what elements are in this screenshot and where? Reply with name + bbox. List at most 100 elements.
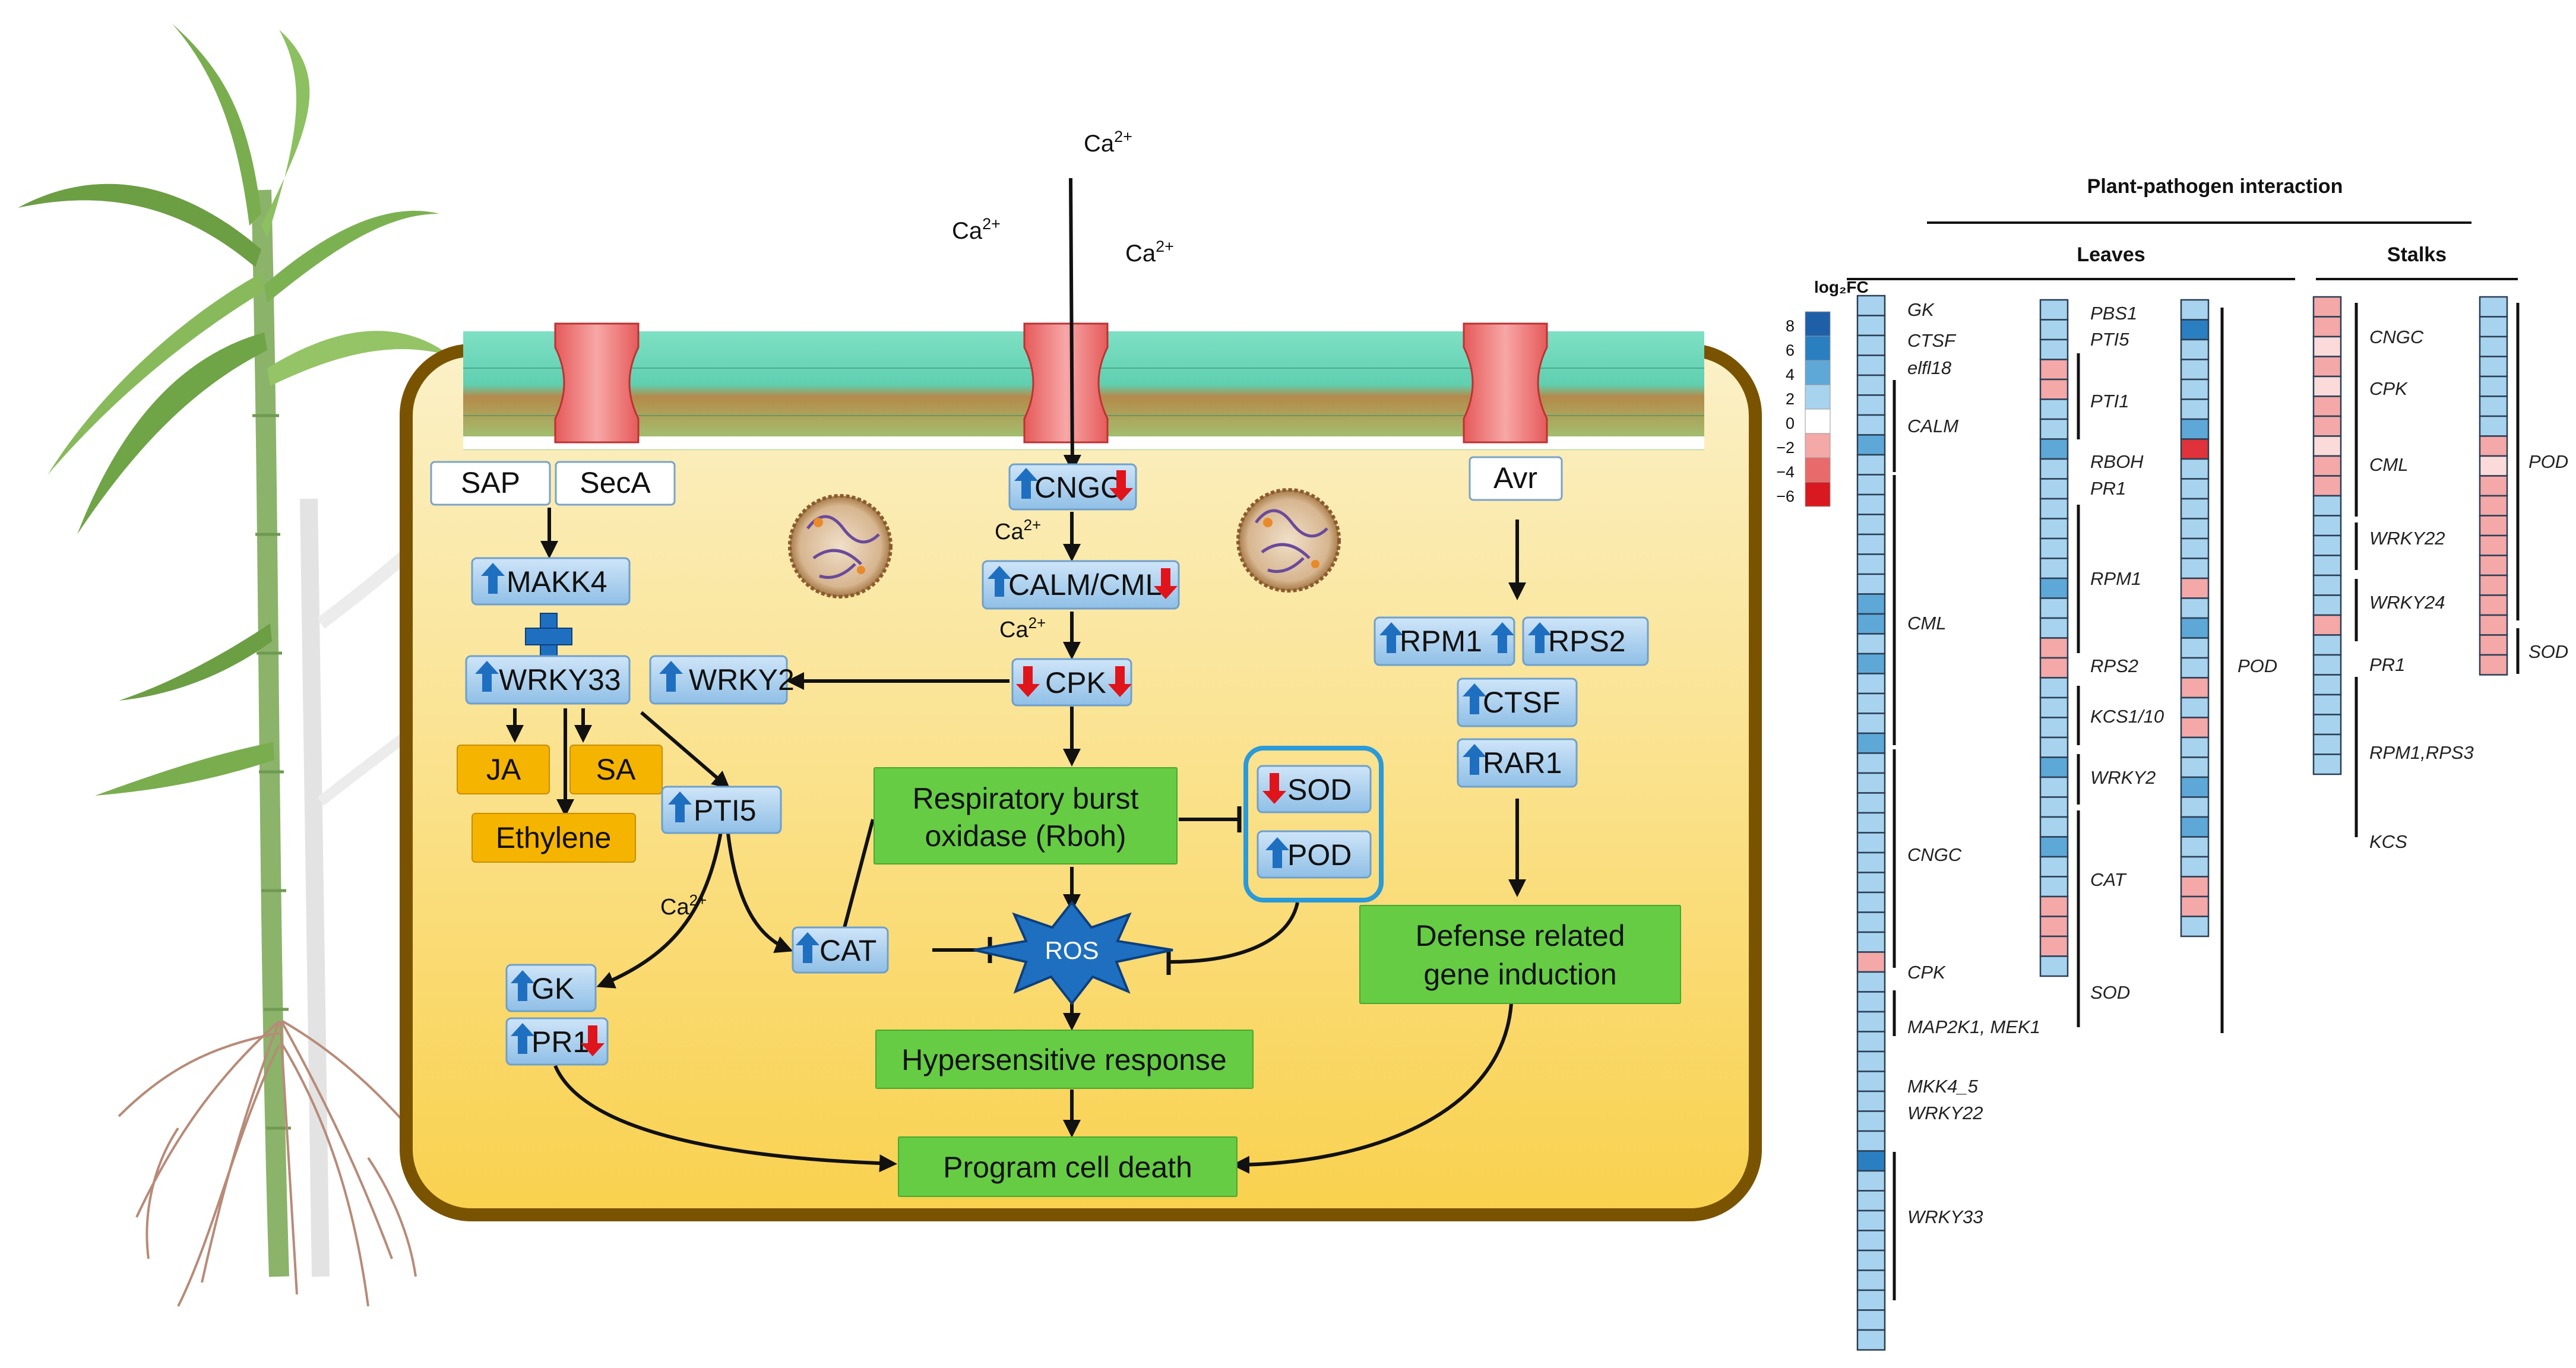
stalks-col2-cell (2479, 515, 2508, 537)
leaves-col2-cell (2039, 756, 2069, 778)
svg-text:RPM1: RPM1 (1400, 625, 1482, 658)
leaves-col1-cell (1856, 493, 1886, 515)
stalks-col1-cell (2312, 674, 2342, 696)
node-cpk[interactable]: CPK (1011, 658, 1132, 707)
leaves-col3-cell (2180, 338, 2210, 360)
leaves-col2-cell (2039, 935, 2069, 957)
stalks-col2-cell (2479, 555, 2508, 577)
svg-text:MAKK4: MAKK4 (507, 565, 607, 598)
node-ethylene[interactable]: Ethylene (471, 813, 636, 863)
leaves-col2-cell (2039, 717, 2069, 739)
stalks-col2-cell (2479, 475, 2508, 497)
heatmap-leaves-label: Leaves (2077, 243, 2145, 266)
node-rpm1[interactable]: RPM1 (1374, 616, 1515, 666)
heatmap-row-label: WRKY24 (2369, 592, 2445, 613)
node-cat[interactable]: CAT (792, 926, 889, 974)
down-arrow-icon (1262, 773, 1286, 804)
leaves-col2-cell (2039, 359, 2069, 381)
leaves-col2-cell (2039, 338, 2069, 360)
legend-tick: −6 (1776, 487, 1795, 505)
antioxidant-enzyme-group (1243, 746, 1384, 902)
node-rboh[interactable]: Respiratory burst oxidase (Rboh) (874, 767, 1178, 864)
leaves-col3-cell (2180, 577, 2210, 599)
node-pti5[interactable]: PTI5 (661, 786, 782, 834)
stalks-col2-cell (2479, 296, 2508, 318)
node-program-cell-death[interactable]: Program cell death (898, 1136, 1238, 1197)
pathogen-organelle-left (788, 494, 893, 598)
leaves-col3-cell (2180, 796, 2210, 818)
leaves-col2-cell (2039, 518, 2069, 540)
leaves-col2-cell (2039, 438, 2069, 460)
leaves-col3-cell (2180, 657, 2210, 679)
node-calm-cml[interactable]: CALM/CML (982, 560, 1180, 610)
stalks-col1-cell (2312, 733, 2342, 755)
svg-text:RAR1: RAR1 (1483, 746, 1562, 780)
node-pr1[interactable]: PR1 (505, 1017, 609, 1066)
node-wrky2[interactable]: WRKY2 (649, 655, 795, 705)
node-ctsf[interactable]: CTSF (1457, 677, 1578, 727)
leaves-col2-cell (2039, 816, 2069, 838)
legend-swatch (1805, 384, 1831, 410)
node-ros[interactable]: ROS (973, 900, 1173, 1006)
node-pod[interactable]: POD (1257, 830, 1372, 879)
stalks-col1-cell (2312, 614, 2342, 636)
leaves-col2-cell (2039, 856, 2069, 878)
leaves-col3-cell (2180, 378, 2210, 400)
node-defense-gene-induction[interactable]: Defense related gene induction (1359, 905, 1681, 1004)
leaves-col1-cell (1856, 1309, 1886, 1331)
leaves-col2-cell (2039, 537, 2069, 559)
leaves-col3-cell (2180, 537, 2210, 559)
node-ja[interactable]: JA (457, 745, 550, 794)
leaves-col1-cell (1856, 891, 1886, 913)
leaves-col1-cell (1856, 851, 1886, 873)
heatmap-row-label: PBS1 (2090, 303, 2137, 324)
stalks-col2-cell (2479, 495, 2508, 517)
stalks-col1-cell (2312, 435, 2342, 457)
ca-ion-top: Ca2+ (1084, 128, 1132, 157)
node-sod[interactable]: SOD (1257, 765, 1372, 813)
stalks-col2-cell (2479, 634, 2508, 656)
node-wrky33[interactable]: WRKY33 (465, 655, 631, 705)
leaves-col1-cell (1856, 315, 1886, 337)
heatmap-row-label: CML (2369, 454, 2408, 475)
node-cngc[interactable]: CNGC (1008, 463, 1137, 511)
legend-swatch (1805, 408, 1831, 434)
heatmap-row-label: RPM1 (2090, 568, 2141, 589)
leaves-col1-cell (1856, 573, 1886, 595)
node-hypersensitive-response[interactable]: Hypersensitive response (875, 1030, 1254, 1089)
leaves-col1-cell (1856, 1071, 1886, 1092)
stalks-col2-cell (2479, 316, 2508, 338)
node-rar1[interactable]: RAR1 (1457, 738, 1578, 788)
leaves-col3-cell (2180, 478, 2210, 500)
leaves-col2-cell (2039, 577, 2069, 599)
svg-text:GK: GK (531, 972, 574, 1005)
stalks-col2-cell (2479, 614, 2508, 636)
leaves-col1-cell (1856, 1011, 1886, 1033)
node-avr[interactable]: Avr (1469, 456, 1563, 501)
node-sap[interactable]: SAP (430, 461, 551, 506)
heatmap-row-label: POD (2528, 451, 2568, 472)
leaves-col3-cell (2180, 498, 2210, 520)
node-seca[interactable]: SecA (555, 461, 676, 506)
node-sa[interactable]: SA (569, 745, 663, 794)
heatmap-row-label: RBOH (2090, 451, 2144, 472)
node-makk4[interactable]: MAKK4 (471, 557, 631, 606)
heatmap-row-label: elfl18 (1907, 357, 1952, 378)
stalks-col2-cell (2479, 654, 2508, 676)
heatmap-row-label: RPS2 (2090, 656, 2138, 676)
leaves-col2-cell (2039, 696, 2069, 718)
leaves-col1-cell (1856, 872, 1886, 894)
legend-tick: 4 (1786, 366, 1795, 384)
leaves-col3-cell (2180, 736, 2210, 758)
heatmap-row-label: RPM1,RPS3 (2369, 742, 2474, 763)
leaves-col3-cell (2180, 398, 2210, 420)
heatmap-row-label: CNGC (1907, 844, 1962, 865)
leaves-col3-cell (2180, 458, 2210, 480)
node-gk[interactable]: GK (505, 964, 597, 1012)
up-arrow-icon (1528, 622, 1552, 653)
node-rps2[interactable]: RPS2 (1522, 616, 1649, 666)
up-arrow-icon (1463, 683, 1486, 714)
heatmap-row-label: CPK (1907, 962, 1946, 983)
leaves-col3-cell (2180, 637, 2210, 659)
